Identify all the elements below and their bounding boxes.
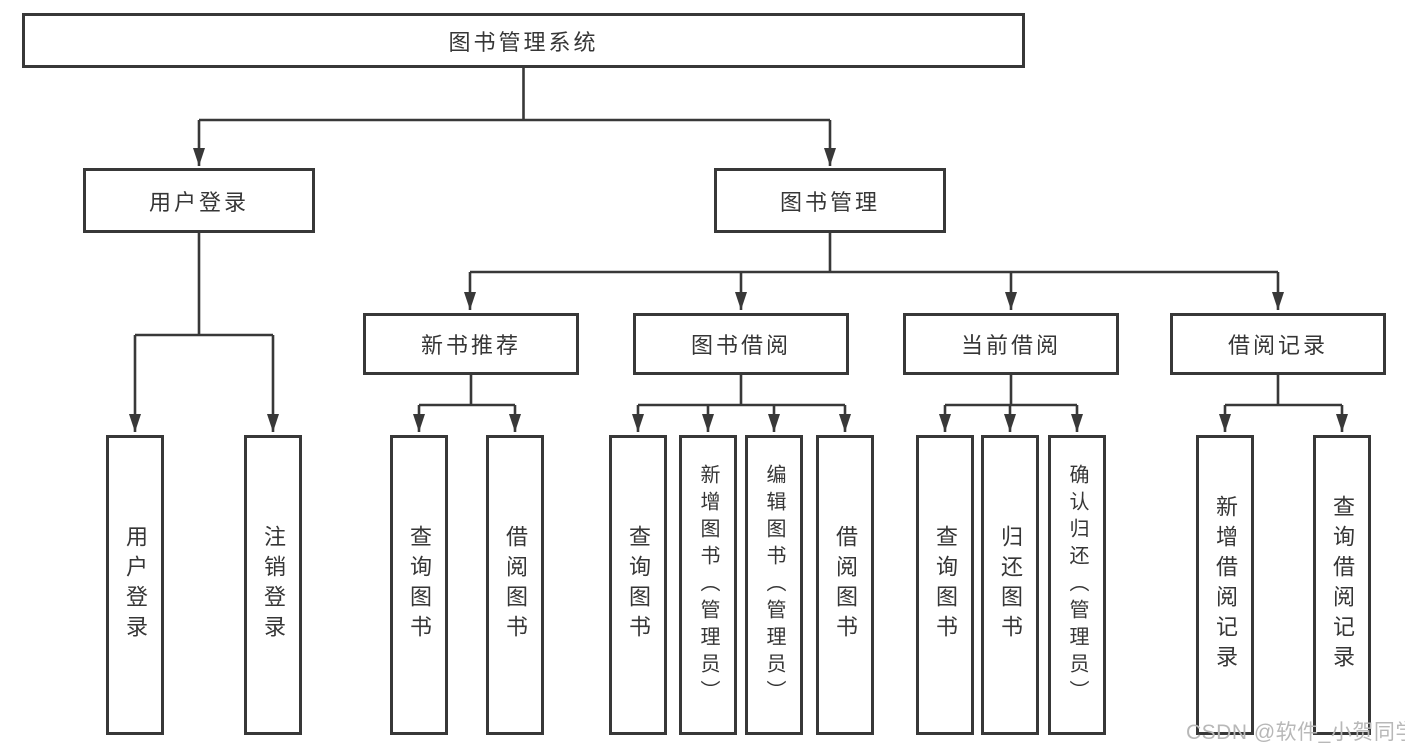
node-label: 查询图书 [933, 525, 958, 645]
leaf-borrow-books: 借阅图书 [816, 435, 874, 735]
leaf-query-books-current: 查询图书 [916, 435, 974, 735]
node-label: 用户登录 [123, 525, 148, 645]
node-label: 新书推荐 [420, 333, 521, 358]
node-label: 借阅图书 [833, 525, 858, 645]
node-label: 归还图书 [998, 525, 1023, 645]
leaf-query-books-borrowing: 查询图书 [609, 435, 667, 735]
node-current-borrowing: 当前借阅 [903, 313, 1119, 375]
node-book-borrowing: 图书借阅 [633, 313, 849, 375]
csdn-watermark: CSDN @软件_小贺同学 [1186, 721, 1405, 744]
leaf-query-books-recommendation: 查询图书 [390, 435, 448, 735]
node-label: 查询图书 [407, 525, 432, 645]
node-user-login: 用户登录 [83, 168, 315, 233]
leaf-edit-books-admin: 编辑图书（管理员） [745, 435, 803, 735]
leaf-add-books-admin: 新增图书（管理员） [679, 435, 737, 735]
node-label: 图书管理 [779, 189, 880, 215]
node-borrowing-records: 借阅记录 [1170, 313, 1386, 375]
node-label: 借阅图书 [503, 525, 528, 645]
node-label: 新增借阅记录 [1213, 495, 1238, 675]
node-label: 查询图书 [626, 525, 651, 645]
leaf-user-login: 用户登录 [106, 435, 164, 735]
node-label: 查询借阅记录 [1330, 495, 1355, 675]
leaf-query-borrowing-record: 查询借阅记录 [1313, 435, 1371, 735]
node-new-book-recommendation: 新书推荐 [363, 313, 579, 375]
node-label: 当前借阅 [960, 333, 1061, 358]
leaf-borrow-books-recommendation: 借阅图书 [486, 435, 544, 735]
node-label: 借阅记录 [1227, 333, 1328, 358]
node-book-management: 图书管理 [714, 168, 946, 233]
node-label: 注销登录 [261, 525, 286, 645]
node-label: 新增图书（管理员） [697, 463, 719, 707]
leaf-logout: 注销登录 [244, 435, 302, 735]
node-label: 编辑图书（管理员） [763, 463, 785, 707]
node-label: 图书管理系统 [448, 29, 599, 55]
node-library-management-system: 图书管理系统 [22, 13, 1025, 68]
node-label: 用户登录 [148, 189, 249, 215]
leaf-confirm-return-admin: 确认归还（管理员） [1048, 435, 1106, 735]
node-label: 图书借阅 [690, 333, 791, 358]
leaf-add-borrowing-record: 新增借阅记录 [1196, 435, 1254, 735]
node-label: 确认归还（管理员） [1066, 463, 1088, 707]
leaf-return-books: 归还图书 [981, 435, 1039, 735]
